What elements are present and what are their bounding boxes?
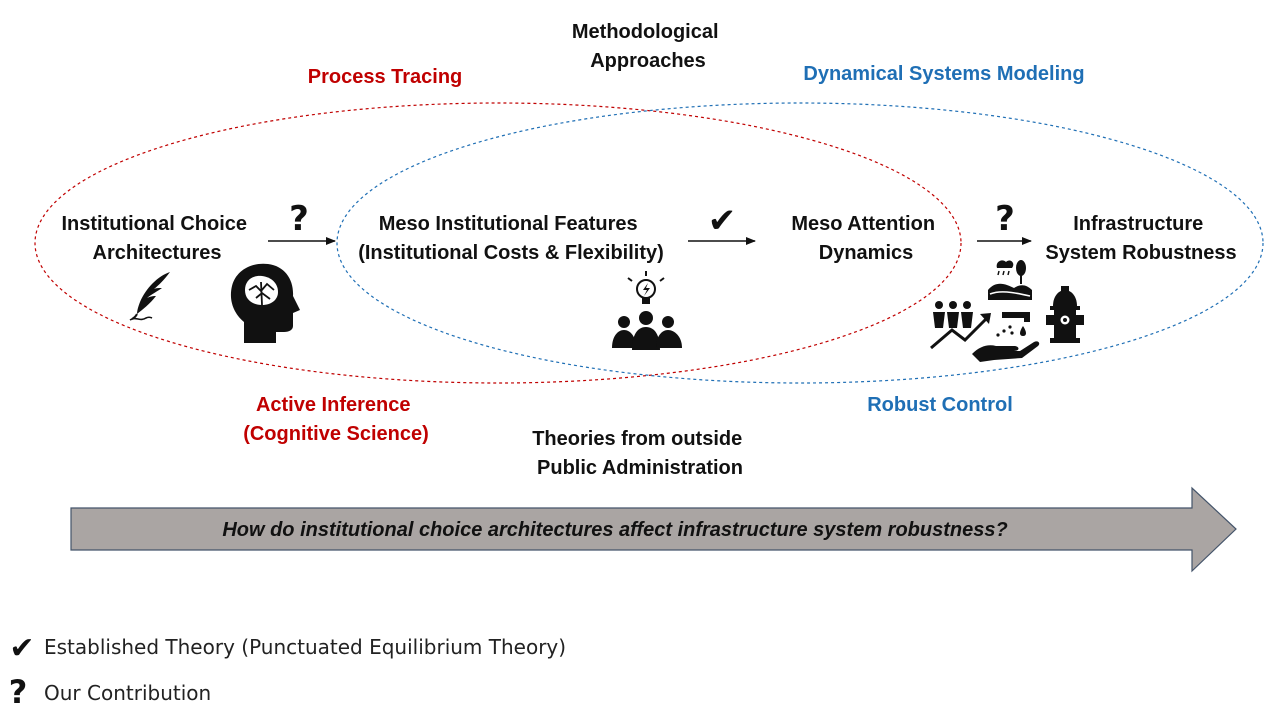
theories-footer: Theories from outside Public Administrat… bbox=[532, 428, 748, 479]
water-hand-icon bbox=[972, 312, 1040, 362]
dynamical-systems-label: Dynamical Systems Modeling bbox=[803, 63, 1084, 85]
rain-landscape-icon bbox=[988, 260, 1032, 300]
people-growth-icon bbox=[930, 301, 991, 350]
legend-question-icon: ? bbox=[9, 673, 28, 711]
banner-question: How do institutional choice architecture… bbox=[222, 519, 1007, 541]
question-mark-1: ? bbox=[289, 199, 309, 239]
active-inference-label: Active Inference (Cognitive Science) bbox=[243, 394, 429, 445]
legend-established-theory: Established Theory (Punctuated Equilibri… bbox=[44, 635, 566, 659]
node-choice-architectures: Institutional Choice Architectures bbox=[61, 213, 252, 264]
process-tracing-label: Process Tracing bbox=[308, 66, 463, 88]
node-system-robustness: Infrastructure System Robustness bbox=[1045, 213, 1236, 264]
node-meso-features: Meso Institutional Features (Institution… bbox=[358, 213, 664, 264]
dynamical-systems-ellipse bbox=[336, 102, 1264, 384]
method-header: Methodological Approaches bbox=[572, 21, 724, 72]
process-tracing-ellipse bbox=[34, 102, 962, 384]
legend: ✔ Established Theory (Punctuated Equilib… bbox=[9, 631, 566, 711]
legend-checkmark-icon: ✔ bbox=[9, 631, 34, 666]
node-attention-dynamics: Meso Attention Dynamics bbox=[791, 213, 940, 264]
checkmark-link: ✔ bbox=[708, 201, 737, 241]
question-mark-2: ? bbox=[995, 199, 1015, 239]
idea-team-icon bbox=[612, 271, 682, 350]
quill-icon bbox=[129, 272, 170, 321]
question-banner-arrow bbox=[70, 486, 1237, 573]
legend-our-contribution: Our Contribution bbox=[44, 681, 211, 705]
fire-hydrant-icon bbox=[1046, 286, 1084, 343]
brain-head-icon bbox=[230, 263, 300, 343]
robust-control-label: Robust Control bbox=[867, 394, 1013, 416]
